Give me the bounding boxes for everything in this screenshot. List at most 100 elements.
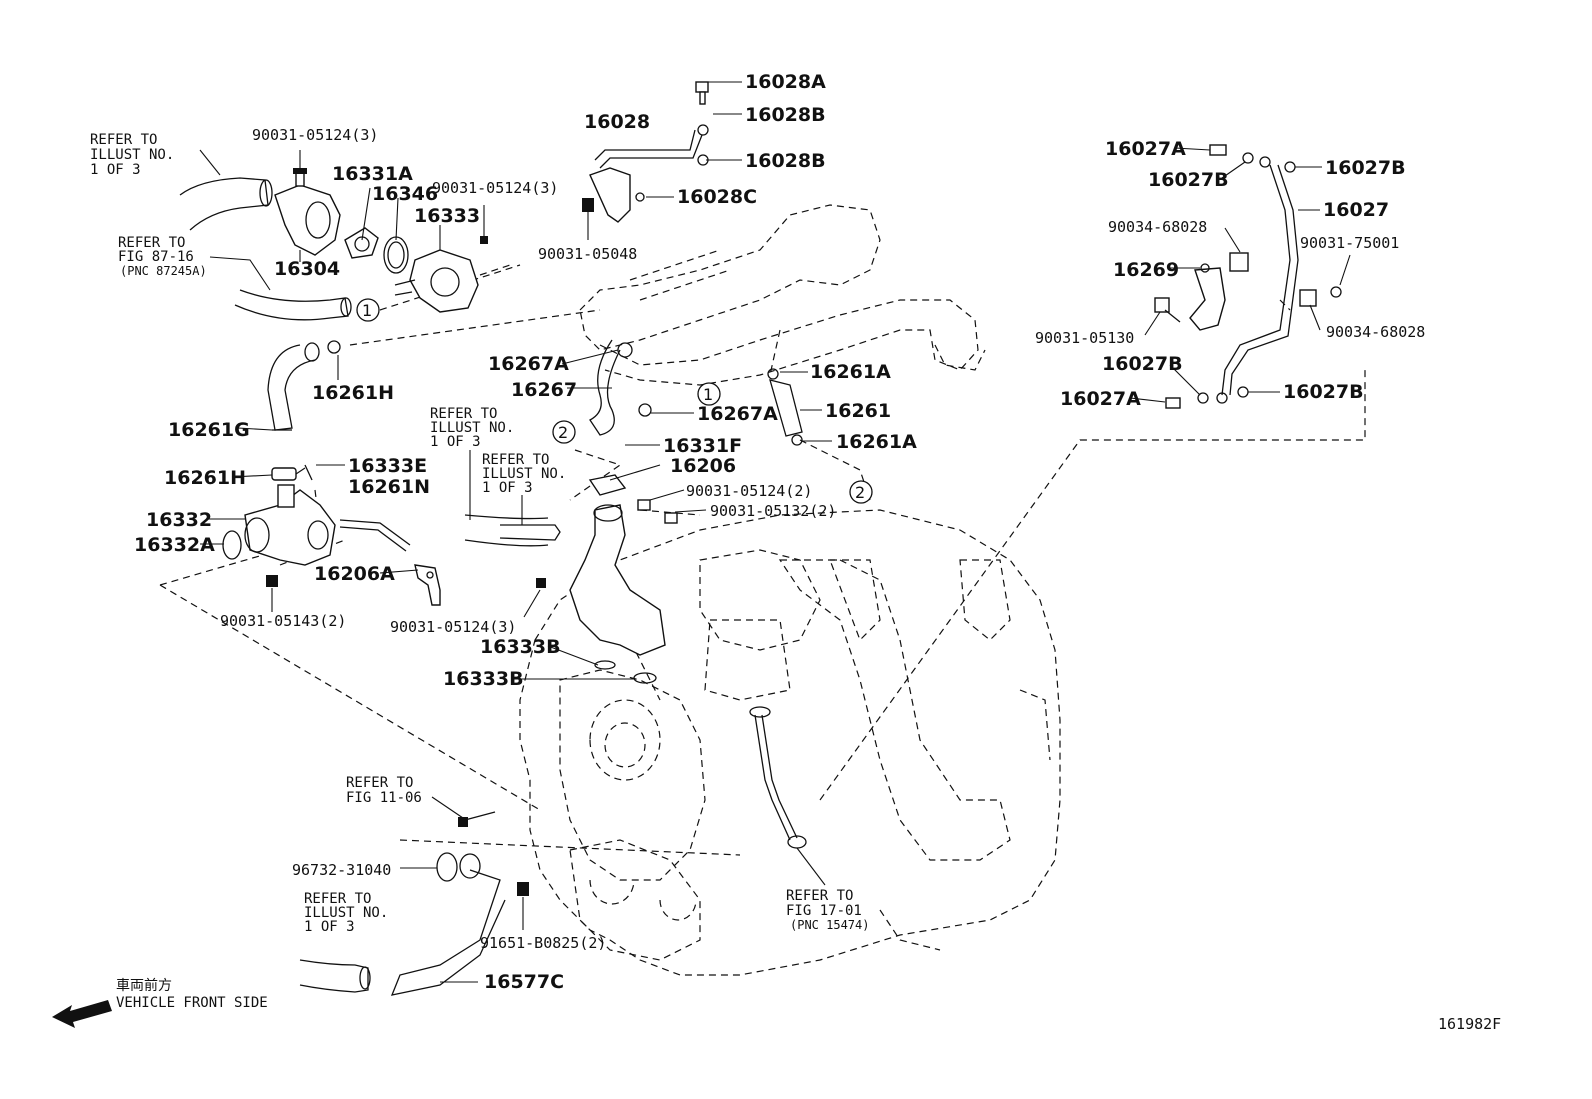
part-label: 16332 — [146, 509, 212, 531]
part-label: 16028B — [745, 104, 826, 126]
part-label: 16261 — [825, 400, 891, 422]
part-label: 16028 — [584, 111, 650, 133]
part-label: 16333E — [348, 455, 427, 477]
part-label: 90031-05124(3) — [432, 179, 558, 197]
refer-label: REFER TO — [304, 891, 371, 907]
refer-label: REFER TO — [118, 235, 185, 251]
part-label: 16333B — [443, 668, 524, 690]
part-label: 16206A — [314, 563, 395, 585]
part-label: 16261N — [348, 476, 430, 498]
part-label: 16027B — [1325, 157, 1406, 179]
part-label: 90031-05130 — [1035, 329, 1134, 347]
part-label: 16269 — [1113, 259, 1179, 281]
clamp-16261H — [271, 467, 306, 481]
refer-label: ILLUST NO. — [304, 905, 388, 921]
thermostat-housing-16206 — [536, 499, 678, 684]
housing-16332 — [222, 464, 336, 600]
part-label: 96732-31040 — [292, 861, 391, 879]
cap-16331F — [588, 474, 627, 496]
part-label: 16577C — [484, 971, 564, 993]
pipe-16577C — [390, 853, 529, 996]
circle-marker-1 — [356, 298, 380, 322]
circle-marker-label: 1 — [703, 385, 713, 404]
part-label: 16267A — [697, 403, 778, 425]
gasket-16346 — [383, 236, 409, 274]
part-label: 16346 — [372, 183, 438, 205]
direction-label-en: VEHICLE FRONT SIDE — [116, 995, 268, 1011]
hose-refer-fig-87-16 — [234, 289, 352, 321]
part-label: 16261H — [164, 467, 246, 489]
pipe-fig-17-01 — [749, 706, 807, 849]
pipe-16028 — [582, 81, 709, 223]
refer-label: REFER TO — [90, 132, 157, 148]
part-label: 16027B — [1148, 169, 1229, 191]
hose-refer-upper-left — [179, 177, 273, 231]
direction-label-jp: 車両前方 — [116, 977, 172, 994]
refer-label: REFER TO — [346, 775, 413, 791]
housing-16333 — [394, 236, 488, 313]
part-label: 16331A — [332, 163, 413, 185]
circle-marker-2 — [552, 420, 576, 444]
part-label: 16332A — [134, 534, 215, 556]
refer-label: (PNC 87245A) — [120, 264, 207, 278]
part-label: 90034-68028 — [1108, 218, 1207, 236]
circle-marker-label: 1 — [362, 301, 372, 320]
bracket-16269 — [1154, 263, 1226, 331]
hose-16267 — [589, 339, 652, 436]
refer-label: ILLUST NO. — [430, 420, 514, 436]
part-label: 16261H — [312, 382, 394, 404]
refer-label: ILLUST NO. — [90, 147, 174, 163]
part-label: 90031-05143(2) — [220, 612, 346, 630]
part-label: 90031-05124(3) — [252, 126, 378, 144]
part-label: 16333B — [480, 636, 561, 658]
refer-label: 1 OF 3 — [90, 162, 141, 178]
circle-marker-2 — [849, 480, 873, 504]
part-label: 16261A — [836, 431, 917, 453]
upper-pipe-drawing — [579, 204, 986, 386]
leader-lines — [199, 81, 1351, 983]
part-label: 16304 — [274, 258, 340, 280]
refer-label: 1 OF 3 — [430, 434, 481, 450]
hose-16261 — [767, 368, 803, 446]
part-label: 16027A — [1060, 388, 1141, 410]
part-label: 90034-68028 — [1326, 323, 1425, 341]
part-labels: 16028A 16028B 16028 16028B 16028C 90031-… — [134, 71, 1425, 993]
thermostat-16331A — [344, 227, 379, 259]
part-label: 16261A — [810, 361, 891, 383]
hose-refer-lower — [299, 959, 371, 993]
refer-label: 1 OF 3 — [482, 480, 533, 496]
circle-marker-label: 2 — [558, 423, 568, 442]
part-label: 90031-05124(3) — [390, 618, 516, 636]
refer-leader — [469, 450, 523, 525]
part-label: 16261G — [168, 419, 250, 441]
part-label: 16267A — [488, 353, 569, 375]
part-label: 16267 — [511, 379, 577, 401]
part-label: 16028A — [745, 71, 826, 93]
refer-label: REFER TO — [430, 406, 497, 422]
part-label: 16331F — [663, 435, 742, 457]
circle-markers: 1 1 2 2 — [356, 298, 873, 504]
refer-label: FIG 87-16 — [118, 249, 194, 265]
refer-label: 1 OF 3 — [304, 919, 355, 935]
refer-label: FIG 17-01 — [786, 903, 862, 919]
circle-marker-1 — [697, 382, 721, 406]
bracket-16206A — [414, 564, 441, 606]
refer-label: ILLUST NO. — [482, 466, 566, 482]
part-label: 16027A — [1105, 138, 1186, 160]
part-label: 90031-05048 — [538, 245, 637, 263]
refer-label: REFER TO — [482, 452, 549, 468]
part-label: 16028C — [677, 186, 757, 208]
direction-indicator: 車両前方 VEHICLE FRONT SIDE — [52, 977, 268, 1028]
part-label: 16028B — [745, 150, 826, 172]
arrow-left-icon — [52, 1000, 112, 1028]
diagram-id: 161982F — [1438, 1015, 1501, 1033]
refer-label: REFER TO — [786, 888, 853, 904]
part-label: 16027 — [1323, 199, 1389, 221]
o-ring-96732-31040 — [436, 852, 458, 882]
part-label: 16027B — [1102, 353, 1183, 375]
refer-labels: REFER TO ILLUST NO. 1 OF 3 REFER TO FIG … — [90, 132, 869, 935]
hose-16261G — [267, 340, 341, 431]
part-label: 90031-05124(2) — [686, 482, 812, 500]
engine-block-drawing — [519, 509, 1061, 976]
